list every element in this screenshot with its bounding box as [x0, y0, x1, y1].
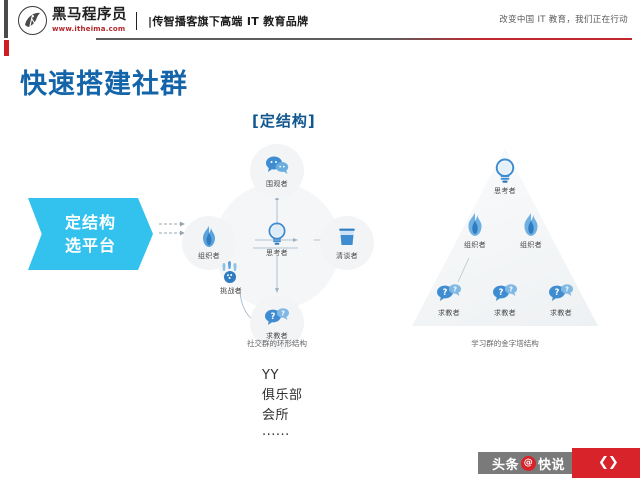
list-item: 俱乐部: [262, 388, 303, 404]
svg-text:?: ?: [555, 288, 560, 298]
learning-group-pyramid-diagram: 思考者 组织者 组织者: [398, 140, 612, 360]
footer-chevrons-icon: ❮❯: [598, 455, 619, 470]
circle-node-organizer[interactable]: 组织者: [182, 216, 236, 270]
pyramid-node-organizer-1[interactable]: 组织者: [452, 212, 498, 250]
circle-node-label: 挑战者: [220, 287, 242, 295]
header-slogan: 改变中国 IT 教育，我们正在行动: [499, 15, 628, 25]
logo-divider: [136, 11, 137, 30]
pyramid-node-label: 求教者: [438, 309, 460, 317]
question-bubbles-icon: ? ?: [548, 280, 574, 306]
circle-node-label: 思考者: [266, 249, 288, 257]
brand-logo: 黑马程序员 www.itheima.com |传智播客旗下高端 IT 教育品牌: [18, 6, 308, 35]
list-item: 会所: [262, 408, 290, 424]
brand-logo-text: 黑马程序员 www.itheima.com: [52, 8, 127, 33]
bowling-pins-icon: [218, 260, 244, 284]
pyramid-node-organizer-2[interactable]: 组织者: [508, 212, 554, 250]
left-accent-red: [4, 40, 9, 56]
chat-bubbles-icon: [265, 153, 289, 177]
pyramid-diagram-caption: 学习群的金字塔结构: [471, 339, 539, 348]
circle-node-label: 清谈者: [336, 252, 358, 260]
brand-tagline: |传智播客旗下高端 IT 教育品牌: [148, 14, 309, 28]
circle-node-challenger[interactable]: 挑战者: [208, 260, 254, 296]
svg-text:?: ?: [565, 286, 569, 294]
svg-text:?: ?: [453, 286, 457, 294]
brand-url: www.itheima.com: [52, 24, 126, 33]
circle-node-label: 求教者: [266, 332, 288, 340]
footer-account: 快说: [538, 457, 566, 473]
pyramid-node-label: 求教者: [494, 309, 516, 317]
svg-text:?: ?: [443, 288, 448, 298]
pyramid-node-seeker-2[interactable]: ? ? 求教者: [482, 280, 528, 318]
circle-node-seeker[interactable]: ? ? 求教者: [250, 296, 304, 350]
question-bubbles-icon: ? ?: [436, 280, 462, 306]
question-bubbles-icon: ? ?: [264, 305, 290, 329]
footer-brand: 头条: [492, 457, 520, 473]
circle-node-talker[interactable]: 清谈者: [320, 216, 374, 270]
footer-red-bar: [572, 448, 640, 478]
circle-node-thinker[interactable]: 思考者: [254, 222, 300, 258]
svg-text:?: ?: [271, 312, 276, 322]
pyramid-connector: [457, 257, 470, 283]
platform-list: YY 俱乐部 会所 ······: [262, 366, 303, 447]
circle-node-onlooker[interactable]: 围观者: [250, 144, 304, 198]
question-bubbles-icon: ? ?: [492, 280, 518, 306]
dashed-arrows-icon: [159, 221, 185, 236]
cup-icon: [336, 225, 358, 249]
svg-text:?: ?: [499, 288, 504, 298]
lightbulb-icon: [266, 222, 288, 246]
svg-text:?: ?: [509, 286, 513, 294]
circle-node-label: 组织者: [198, 252, 220, 260]
brand-name: 黑马程序员: [52, 7, 127, 24]
circle-node-label: 围观者: [266, 180, 288, 188]
circle-diagram-caption: 社交群的环形结构: [247, 339, 307, 348]
list-item: YY: [262, 368, 279, 383]
left-accent-dark: [4, 0, 8, 38]
flame-icon: [521, 212, 541, 238]
header-rule: [96, 38, 632, 40]
pyramid-node-label: 组织者: [520, 241, 542, 249]
pyramid-node-seeker-1[interactable]: ? ? 求教者: [426, 280, 472, 318]
pyramid-node-label: 求教者: [550, 309, 572, 317]
page-title: 快速搭建社群: [20, 69, 188, 100]
lightbulb-icon: [493, 158, 517, 184]
chevron-banner: 定结构 选平台: [28, 198, 153, 270]
slide-header: 黑马程序员 www.itheima.com |传智播客旗下高端 IT 教育品牌 …: [0, 0, 640, 46]
svg-text:?: ?: [281, 310, 285, 318]
pyramid-node-seeker-3[interactable]: ? ? 求教者: [538, 280, 584, 318]
pyramid-node-label: 组织者: [464, 241, 486, 249]
list-item: ······: [262, 428, 290, 444]
pyramid-node-thinker[interactable]: 思考者: [482, 158, 528, 196]
chevron-banner-line1: 定结构: [64, 212, 116, 232]
footer-watermark: 头条 @ 快说: [492, 453, 565, 473]
section-heading: [定结构]: [252, 112, 316, 130]
pyramid-node-label: 思考者: [494, 187, 516, 195]
chevron-banner-line2: 选平台: [64, 236, 116, 255]
social-group-circle-diagram: 围观者 组织者 清谈者: [178, 138, 376, 360]
horse-circle-logo-icon: [18, 6, 47, 35]
flame-icon: [200, 225, 218, 249]
flame-icon: [465, 212, 485, 238]
at-icon: @: [521, 455, 537, 471]
